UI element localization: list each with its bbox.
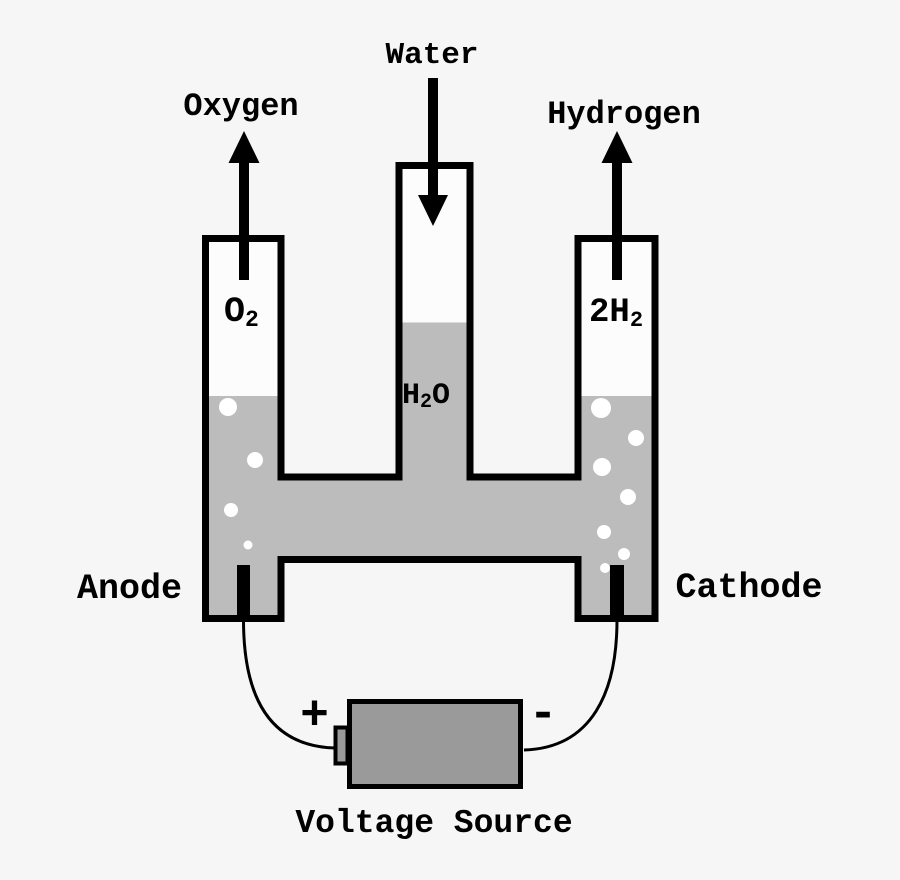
water-arrow-head: [418, 195, 448, 226]
bubbles-left-tube: [219, 398, 263, 550]
water-channel: [277, 477, 582, 556]
formula-main: O: [224, 292, 245, 332]
bubble: [600, 563, 610, 573]
oxygen-up-arrow-icon: [228, 131, 260, 280]
bubbles-right-tube: [591, 398, 644, 573]
positive-terminal-label: +: [300, 690, 329, 744]
bubble: [618, 548, 630, 560]
water-down-arrow-icon: [418, 78, 448, 226]
hydrogen-arrow-head: [601, 131, 633, 163]
oxygen-arrow-head: [228, 131, 260, 163]
bubble: [597, 525, 611, 539]
bubble: [628, 430, 644, 446]
vessel-outline: [202, 162, 659, 622]
oxygen-label: Oxygen: [183, 88, 298, 125]
bubble: [247, 452, 263, 468]
water-label: Water: [385, 38, 478, 73]
water-center-column: [402, 322, 467, 481]
anode-wire: [242, 619, 336, 750]
bubble: [243, 540, 253, 550]
bubble: [219, 398, 237, 416]
voltage-source-label: Voltage Source: [295, 805, 572, 842]
formula-main: H: [402, 379, 420, 413]
formula-main: 2H: [589, 294, 630, 332]
cathode-label: Cathode: [675, 568, 822, 608]
hydrogen-up-arrow-icon: [601, 131, 633, 280]
formula-main: O: [432, 379, 450, 413]
formula-subscript: 2: [630, 308, 643, 333]
hydrogen-gas-formula: 2H2: [589, 294, 643, 333]
bubble: [591, 398, 611, 418]
formula-subscript: 2: [420, 391, 432, 414]
hydrogen-label: Hydrogen: [547, 96, 701, 133]
battery: [333, 699, 523, 789]
water-fill: [209, 322, 652, 615]
cathode-wire: [523, 619, 619, 752]
formula-subscript: 2: [245, 307, 259, 333]
battery-body: [347, 699, 523, 789]
cathode-electrode: [610, 565, 624, 622]
bubble: [224, 503, 238, 517]
oxygen-gas-formula: O2: [224, 292, 259, 333]
anode-label: Anode: [77, 569, 182, 609]
bubble: [620, 489, 636, 505]
negative-terminal-label: -: [529, 688, 558, 742]
water-formula: H2O: [402, 379, 450, 414]
bubble: [593, 458, 611, 476]
battery-terminal-nub: [333, 725, 350, 766]
anode-electrode: [237, 565, 250, 622]
